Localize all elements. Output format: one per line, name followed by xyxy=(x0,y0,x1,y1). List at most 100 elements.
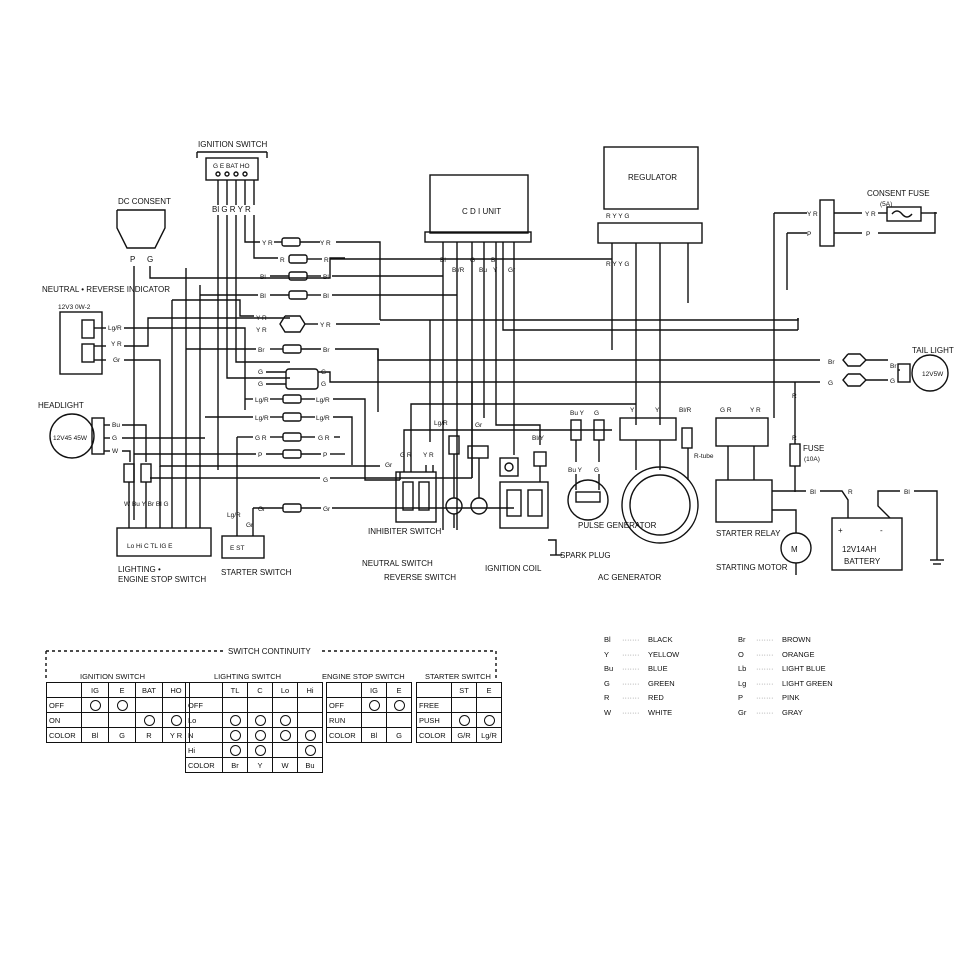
svg-text:Y R: Y R xyxy=(865,211,876,218)
legend-leader: ······· xyxy=(756,707,774,717)
ac-generator: Y Y Bl/R AC GENERATOR R-tube xyxy=(598,407,714,582)
legend-name: GRAY xyxy=(782,707,803,717)
svg-text:BATTERY: BATTERY xyxy=(844,557,881,566)
continuity-cell xyxy=(247,712,273,728)
starter-relay: G R Y R STARTER RELAY xyxy=(715,407,781,538)
header-cell: E xyxy=(476,682,502,698)
svg-text:Y R: Y R xyxy=(256,315,267,322)
continuity-cell xyxy=(247,742,273,758)
svg-text:Y: Y xyxy=(655,407,660,414)
svg-text:Y R: Y R xyxy=(262,240,273,247)
svg-text:P: P xyxy=(807,231,811,238)
continuity-cell xyxy=(81,697,109,713)
svg-text:Gr: Gr xyxy=(113,357,121,364)
svg-text:Br: Br xyxy=(323,347,330,354)
continuity-dot-icon xyxy=(279,729,291,741)
continuity-cell xyxy=(361,712,387,728)
color-cell: COLOR xyxy=(326,727,362,743)
color-cell: COLOR xyxy=(416,727,452,743)
svg-text:Gr: Gr xyxy=(258,506,266,513)
svg-text:Bl/R: Bl/R xyxy=(452,267,465,274)
row-label: OFF xyxy=(185,697,223,713)
svg-text:G: G xyxy=(147,255,153,264)
legend-code: G xyxy=(604,678,610,688)
switch-continuity-title: SWITCH CONTINUITY xyxy=(228,647,311,656)
svg-text:Bu Y: Bu Y xyxy=(570,410,585,417)
svg-text:Lg/R: Lg/R xyxy=(434,420,448,427)
headlight: HEADLIGHT 12V45 45W Bu G W xyxy=(38,401,120,459)
svg-text:Bl: Bl xyxy=(260,274,266,281)
header-cell: Hi xyxy=(297,682,323,698)
svg-text:Gr: Gr xyxy=(246,522,254,529)
legend-code: R xyxy=(604,693,610,702)
svg-text:G: G xyxy=(890,378,895,385)
continuity-cell xyxy=(222,742,248,758)
legend-name: WHITE xyxy=(648,707,673,717)
legend-leader: ······· xyxy=(622,693,640,702)
color-cell: Lg/R xyxy=(476,727,502,743)
pulse-generator: Bu Y G Bu Y G PULSE GENERATOR xyxy=(567,410,657,530)
legend-leader: ······· xyxy=(756,678,774,688)
row-label: ON xyxy=(46,712,82,728)
legend-code: Lg xyxy=(738,678,747,688)
continuity-dot-icon xyxy=(368,699,380,711)
svg-text:Lg/R: Lg/R xyxy=(227,512,241,519)
header-cell: IG xyxy=(361,682,387,698)
table-row: OFF xyxy=(185,697,323,713)
svg-text:Lg/R: Lg/R xyxy=(255,397,269,404)
color-cell: W xyxy=(272,757,298,773)
legend-code: Gr xyxy=(738,707,747,717)
svg-text:G: G xyxy=(323,477,328,484)
ignition-switch-pins: G E BAT HO xyxy=(213,163,250,170)
ignition-switch: IGNITION SWITCH G E BAT HO Bl G R Y R xyxy=(196,140,268,214)
ignition-switch-wires: Bl G R Y R xyxy=(212,205,251,214)
svg-text:G: G xyxy=(258,381,263,388)
legend-code: Bl xyxy=(604,635,611,644)
consent-fuse-title: CONSENT FUSE xyxy=(867,189,930,198)
legend-row: W ······· WHITE Gr ······· GRAY xyxy=(604,708,852,723)
legend-leader: ······· xyxy=(756,635,774,644)
legend-name: LIGHT BLUE xyxy=(782,664,826,673)
color-cell: COLOR xyxy=(46,727,82,743)
fuse-title: FUSE xyxy=(803,444,824,453)
continuity-cell xyxy=(135,697,163,713)
ac-generator-title: AC GENERATOR xyxy=(598,573,661,582)
starter-switch: Lg/R Gr E ST STARTER SWITCH xyxy=(221,512,292,577)
svg-text:Bl: Bl xyxy=(323,293,329,300)
continuity-cell xyxy=(361,697,387,713)
legend-leader: ······· xyxy=(756,649,774,659)
svg-text:Bl/Y: Bl/Y xyxy=(532,435,545,442)
row-label: OFF xyxy=(46,697,82,713)
svg-text:(10A): (10A) xyxy=(804,456,820,463)
legend-leader: ······· xyxy=(622,707,640,717)
continuity-cell xyxy=(386,712,412,728)
continuity-cell xyxy=(222,697,248,713)
continuity-cell xyxy=(451,697,477,713)
svg-text:G: G xyxy=(828,380,833,387)
legend-code: W xyxy=(604,707,612,717)
svg-text:Br: Br xyxy=(258,347,265,354)
color-cell: G xyxy=(108,727,136,743)
continuity-dot-icon xyxy=(393,699,405,711)
svg-text:E ST: E ST xyxy=(230,545,244,552)
continuity-cell xyxy=(272,712,298,728)
continuity-cell xyxy=(476,712,502,728)
svg-text:G: G xyxy=(258,369,263,376)
starter-table-title: STARTER SWITCH xyxy=(425,672,491,681)
continuity-cell xyxy=(476,697,502,713)
svg-text:Bu Y: Bu Y xyxy=(568,467,583,474)
dc-consent: DC CONSENT P G xyxy=(116,197,171,264)
color-cell: COLOR xyxy=(185,757,223,773)
table-row: Hi xyxy=(185,742,323,758)
legend-name: GREEN xyxy=(648,678,675,688)
neutral-switch-title: NEUTRAL SWITCH xyxy=(362,559,433,568)
row-label: RUN xyxy=(326,712,362,728)
svg-text:12V3 0W-2: 12V3 0W-2 xyxy=(58,304,91,311)
